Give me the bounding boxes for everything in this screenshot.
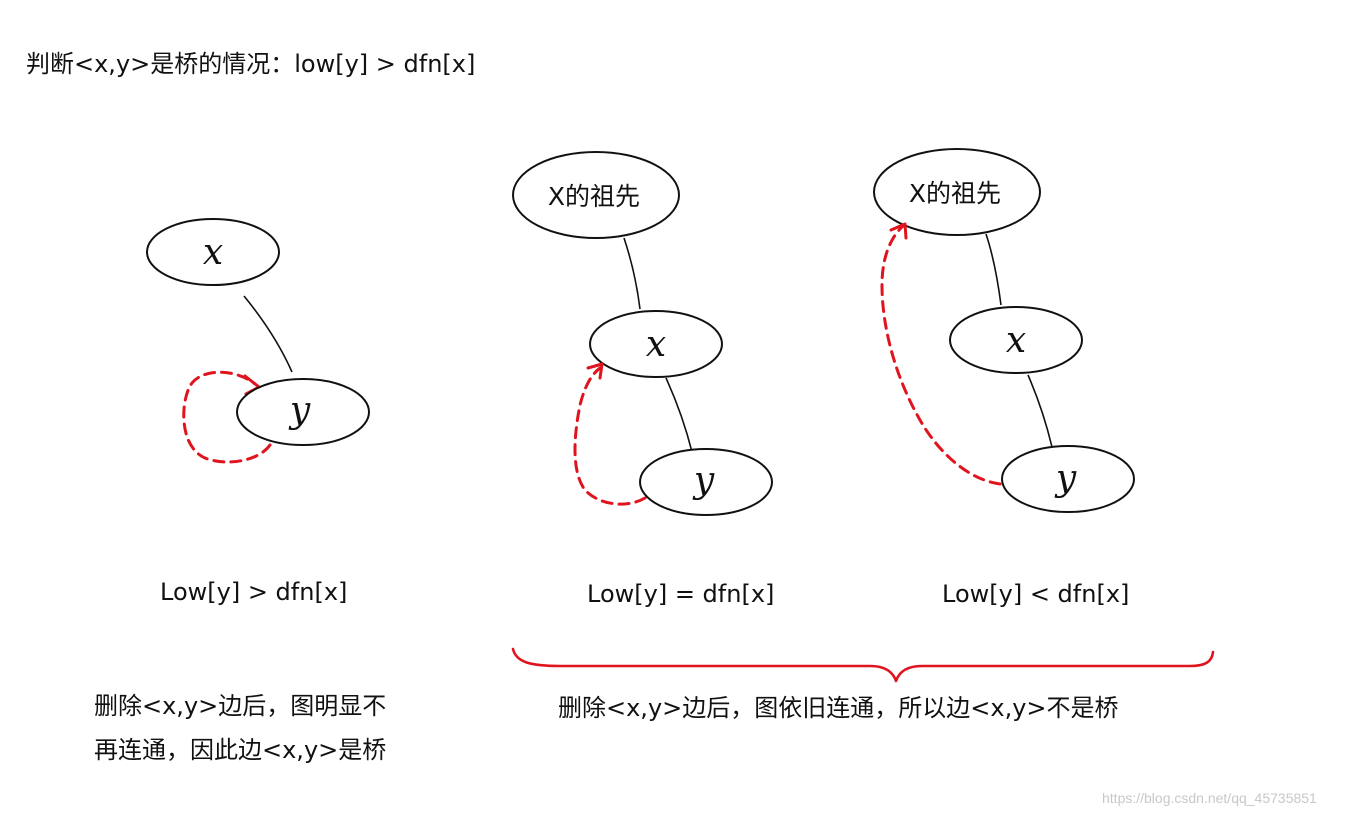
case2-caption: Low[y] = dfn[x] bbox=[587, 580, 775, 608]
case2-back-edge bbox=[573, 366, 647, 506]
case1-node-x bbox=[146, 218, 280, 286]
case3-tree-edge-x-y bbox=[1027, 374, 1053, 448]
watermark: https://blog.csdn.net/qq_45735851 bbox=[1102, 790, 1317, 806]
curly-brace bbox=[511, 647, 1215, 683]
case1-node-y bbox=[236, 378, 370, 446]
case1-back-edge bbox=[182, 370, 272, 464]
case3-node-x-label: x bbox=[1006, 320, 1026, 361]
case1-node-x-label: x bbox=[203, 232, 223, 273]
case1-node-y-label: y bbox=[288, 390, 311, 431]
case2-tree-edge-x-y bbox=[665, 377, 693, 453]
case1-caption: Low[y] > dfn[x] bbox=[160, 578, 348, 606]
case2-back-edge-arrowhead bbox=[586, 362, 604, 380]
case3-node-y bbox=[1001, 445, 1135, 513]
case2-node-x bbox=[589, 310, 723, 378]
case2-node-ancestor-label: X的祖先 bbox=[548, 182, 640, 211]
case3-node-ancestor bbox=[873, 148, 1041, 236]
case1-diagram: x y bbox=[146, 218, 370, 464]
case2-tree-edge-ancestor-x bbox=[623, 237, 641, 310]
case3-tree-edge-ancestor-x bbox=[985, 233, 1002, 306]
case1-note-line1: 删除<x,y>边后，图明显不 bbox=[94, 692, 387, 720]
case23-note: 删除<x,y>边后，图依旧连通，所以边<x,y>不是桥 bbox=[558, 694, 1119, 722]
case1-note-line2: 再连通，因此边<x,y>是桥 bbox=[94, 736, 387, 764]
case2-node-ancestor bbox=[512, 151, 680, 239]
case3-node-ancestor-label: X的祖先 bbox=[909, 179, 1001, 208]
case2-diagram: X的祖先 x y bbox=[512, 151, 773, 516]
case3-node-x bbox=[949, 306, 1083, 374]
case2-node-x-label: x bbox=[646, 324, 666, 365]
case3-caption: Low[y] < dfn[x] bbox=[942, 580, 1130, 608]
case3-diagram: X的祖先 x y bbox=[873, 148, 1135, 513]
case2-node-y bbox=[639, 448, 773, 516]
case1-tree-edge-x-y bbox=[243, 295, 293, 373]
case3-back-edge bbox=[880, 224, 1002, 486]
case3-back-edge-arrowhead bbox=[889, 222, 908, 240]
page-title: 判断<x,y>是桥的情况：low[y] > dfn[x] bbox=[26, 50, 476, 78]
case3-node-y-label: y bbox=[1054, 458, 1077, 499]
case2-node-y-label: y bbox=[692, 460, 715, 501]
